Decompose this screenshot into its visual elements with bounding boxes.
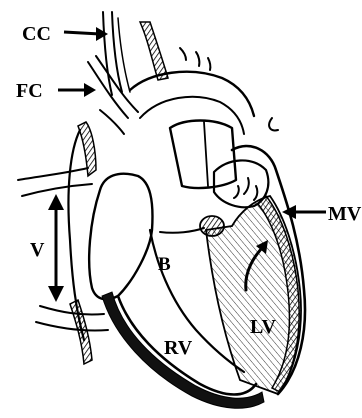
vessel-curl-2 bbox=[196, 52, 199, 66]
carotid-tube-left bbox=[103, 12, 112, 95]
v-measure-arrow bbox=[48, 194, 64, 302]
label-mv: MV bbox=[328, 203, 362, 225]
label-lv: LV bbox=[250, 316, 277, 338]
left-vessel-upper bbox=[18, 168, 88, 180]
v-arrow-head-top bbox=[48, 194, 64, 210]
la-mark-3 bbox=[254, 186, 257, 200]
lower-vein-shaded bbox=[70, 300, 92, 364]
arch-hook bbox=[269, 118, 278, 130]
cc-pointer-head bbox=[96, 27, 108, 41]
fc-lower-tube bbox=[100, 110, 124, 134]
label-cc: CC bbox=[22, 23, 51, 45]
pointer-arrows bbox=[58, 27, 326, 219]
pulmonary-trunk-fold bbox=[204, 122, 208, 186]
balloon-device bbox=[200, 216, 224, 236]
la-mark-2 bbox=[234, 186, 239, 198]
cc-pointer-line bbox=[64, 32, 100, 34]
label-b: B bbox=[158, 254, 171, 275]
v-arrow-head-bottom bbox=[48, 286, 64, 302]
aortic-arch-inner bbox=[140, 97, 244, 134]
left-lower-vessel-2 bbox=[36, 322, 108, 331]
left-vessel-lower bbox=[22, 184, 92, 196]
brachiocephalic-vessel bbox=[140, 22, 168, 80]
label-fc: FC bbox=[16, 80, 43, 102]
label-v: V bbox=[30, 239, 45, 261]
la-mark-1 bbox=[244, 178, 249, 194]
label-rv: RV bbox=[164, 337, 193, 359]
right-atrium bbox=[89, 174, 152, 300]
vessel-curl-1 bbox=[180, 48, 186, 60]
vessel-curl-3 bbox=[208, 58, 210, 70]
pulmonary-trunk bbox=[170, 121, 236, 189]
fc-pointer-head bbox=[84, 83, 96, 97]
heart-body bbox=[89, 146, 305, 408]
catheter-line bbox=[160, 228, 204, 233]
